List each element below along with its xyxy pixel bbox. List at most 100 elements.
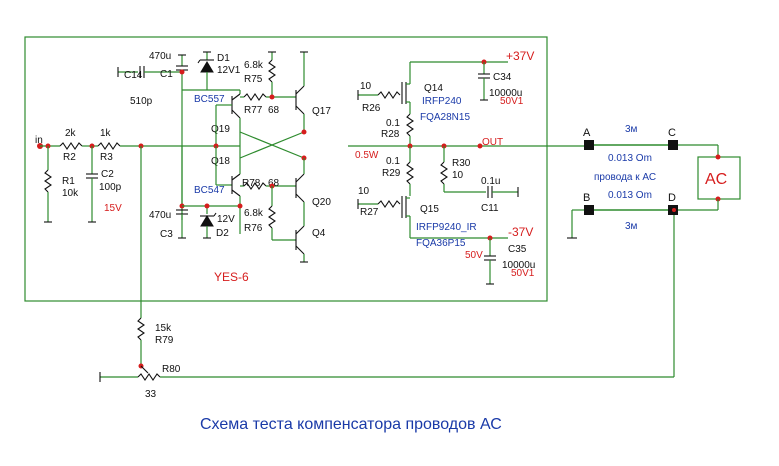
svg-text:68: 68: [268, 105, 280, 116]
r27-resistor: [377, 200, 401, 208]
svg-text:C34: C34: [493, 72, 512, 83]
svg-text:33: 33: [145, 389, 157, 400]
r3-resistor: [97, 142, 121, 150]
svg-text:3м: 3м: [625, 124, 638, 135]
svg-text:FQA36P15: FQA36P15: [416, 238, 466, 249]
r76-resistor: [268, 205, 276, 229]
svg-text:провода к АС: провода к АС: [594, 172, 656, 183]
svg-text:R78: R78: [242, 178, 261, 189]
svg-text:D1: D1: [217, 53, 230, 64]
svg-text:R3: R3: [100, 152, 113, 163]
svg-text:15V: 15V: [104, 203, 122, 214]
svg-text:R30: R30: [452, 158, 471, 169]
svg-text:470u: 470u: [149, 210, 171, 221]
svg-text:BC547: BC547: [194, 185, 225, 196]
svg-text:R79: R79: [155, 335, 174, 346]
svg-text:B: B: [583, 192, 590, 204]
r30-resistor: [440, 161, 448, 185]
svg-text:R80: R80: [162, 364, 181, 375]
svg-text:10: 10: [360, 81, 372, 92]
module-label: YES-6: [214, 270, 249, 284]
r77-resistor: [243, 93, 267, 101]
r28-resistor: [406, 113, 414, 137]
svg-text:C3: C3: [160, 229, 173, 240]
svg-text:R1: R1: [62, 176, 75, 187]
svg-text:3м: 3м: [625, 221, 638, 232]
r79-resistor: [137, 317, 145, 341]
svg-text:6.8k: 6.8k: [244, 60, 264, 71]
svg-text:2k: 2k: [65, 128, 77, 139]
svg-text:R76: R76: [244, 223, 263, 234]
r29-resistor: [406, 161, 414, 185]
svg-text:6.8k: 6.8k: [244, 208, 264, 219]
svg-text:BC557: BC557: [194, 94, 225, 105]
svg-text:C2: C2: [101, 169, 114, 180]
svg-text:OUT: OUT: [482, 137, 503, 148]
r1-resistor: [44, 169, 52, 193]
svg-text:15k: 15k: [155, 323, 172, 334]
svg-text:1k: 1k: [100, 128, 112, 139]
svg-text:R29: R29: [382, 168, 401, 179]
r26-resistor: [377, 91, 401, 99]
svg-text:Q19: Q19: [211, 124, 230, 135]
d2-zener-diode: [200, 215, 214, 227]
diagram-title: Схема теста компенсатора проводов АС: [200, 416, 502, 433]
r78-resistor: [243, 182, 267, 190]
svg-text:R77: R77: [244, 105, 263, 116]
svg-text:Q20: Q20: [312, 197, 331, 208]
svg-text:100p: 100p: [99, 182, 122, 193]
svg-text:IRFP9240_IR: IRFP9240_IR: [416, 222, 477, 233]
svg-text:Q18: Q18: [211, 156, 230, 167]
svg-text:R27: R27: [360, 207, 379, 218]
svg-text:68: 68: [268, 178, 280, 189]
svg-text:AC: AC: [705, 171, 727, 188]
svg-text:IRFP240: IRFP240: [422, 96, 462, 107]
svg-text:0.013 Om: 0.013 Om: [608, 153, 652, 164]
svg-text:R75: R75: [244, 74, 263, 85]
svg-text:C11: C11: [481, 203, 499, 214]
svg-text:D: D: [668, 192, 676, 204]
svg-text:Q14: Q14: [424, 83, 443, 94]
r80-potentiometer: [137, 373, 161, 381]
svg-text:+37V: +37V: [506, 49, 534, 63]
svg-text:50V: 50V: [465, 250, 483, 261]
svg-text:10: 10: [358, 186, 370, 197]
svg-text:12V: 12V: [217, 214, 235, 225]
r2-resistor: [59, 142, 83, 150]
svg-text:0.5W: 0.5W: [355, 150, 379, 161]
svg-text:0.1: 0.1: [386, 118, 400, 129]
svg-text:0.013 Om: 0.013 Om: [608, 190, 652, 201]
svg-text:C14: C14: [124, 70, 143, 81]
svg-text:A: A: [583, 127, 591, 139]
svg-text:10000u: 10000u: [502, 260, 535, 271]
svg-text:0.1: 0.1: [386, 156, 400, 167]
r75-resistor: [268, 59, 276, 83]
svg-text:R26: R26: [362, 103, 381, 114]
svg-text:50V1: 50V1: [500, 96, 524, 107]
svg-text:50V1: 50V1: [511, 268, 535, 279]
input-label: in: [35, 135, 43, 146]
svg-text:10k: 10k: [62, 188, 79, 199]
svg-text:D2: D2: [216, 228, 229, 239]
svg-text:470u: 470u: [149, 51, 171, 62]
svg-text:FQA28N15: FQA28N15: [420, 112, 470, 123]
svg-text:-37V: -37V: [508, 225, 533, 239]
module-border: [24, 36, 548, 302]
svg-text:0.1u: 0.1u: [481, 176, 500, 187]
svg-text:10000u: 10000u: [489, 88, 522, 99]
svg-text:Q15: Q15: [420, 204, 439, 215]
svg-text:510p: 510p: [130, 96, 153, 107]
svg-text:Q17: Q17: [312, 106, 331, 117]
terminal-a: [584, 140, 594, 150]
terminal-c: [668, 140, 678, 150]
svg-text:C: C: [668, 127, 676, 139]
svg-text:R28: R28: [381, 129, 400, 140]
svg-text:Q4: Q4: [312, 228, 326, 239]
terminal-b: [584, 205, 594, 215]
svg-text:C35: C35: [508, 244, 527, 255]
svg-text:10: 10: [452, 170, 464, 181]
svg-text:R2: R2: [63, 152, 76, 163]
d1-zener-diode: [200, 61, 214, 73]
svg-text:12V1: 12V1: [217, 65, 241, 76]
